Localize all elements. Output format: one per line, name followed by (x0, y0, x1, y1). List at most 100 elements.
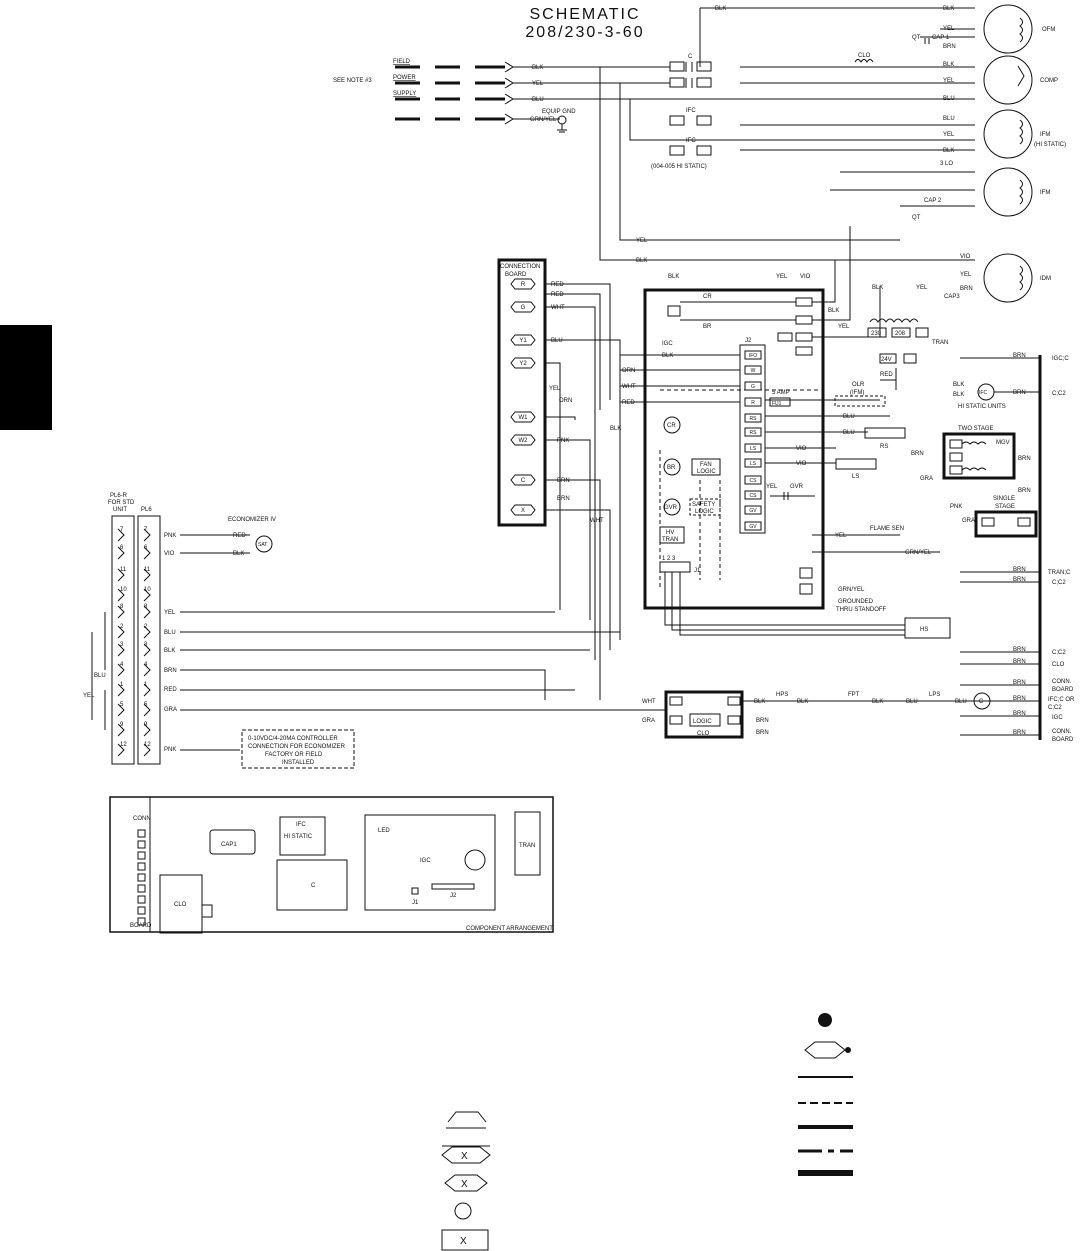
fan-logic-1: FAN (700, 462, 712, 468)
wire-red-cb1: RED (551, 282, 564, 288)
wire-orn-w: ORN (622, 368, 635, 374)
wire-brn-cb2: BRN (557, 496, 570, 502)
igc-terminal-label: G (751, 384, 755, 390)
igc-terminal (744, 490, 762, 500)
schematic-subtitle: 208/230-3-60 (525, 24, 644, 41)
ifc-hi-static: IFC HI STATIC UNITS BLK BLK BRN (953, 382, 1040, 410)
wire-vio-ls2: VIO (796, 461, 807, 467)
wire-blu-rs1: BLU (843, 414, 855, 420)
ls-label: LS (852, 474, 859, 480)
bus-wire-brn: BRN (1013, 567, 1026, 573)
wire-gra-5: GRA (164, 707, 177, 713)
rs-label: RS (880, 444, 888, 450)
safety-logic-2: LOGIC (695, 509, 714, 515)
legend-x3: X (460, 1236, 467, 1247)
wire-blk-comp: BLK (943, 62, 954, 68)
wire-blu-cb: BLU (551, 338, 563, 344)
see-note-label: SEE NOTE #3 (333, 78, 372, 84)
controller-note-2: CONNECTION FOR ECONOMIZER (248, 744, 346, 750)
cb-terminal (510, 301, 536, 313)
clo-label: CLO (697, 731, 710, 737)
single-stage-label-1: SINGLE (993, 496, 1015, 502)
wire-gra-1stage: GRA (962, 518, 975, 524)
wire-blk-ifc1: BLK (953, 382, 964, 388)
igc-terminal-label: LS (750, 461, 757, 467)
wire-red-r: RED (622, 400, 635, 406)
wire-yel-comp: YEL (943, 78, 955, 84)
wire-yel-gvr: YEL (766, 484, 778, 490)
pl6-pin-label: 10 (120, 587, 127, 593)
wire-yel-idm: YEL (960, 272, 972, 278)
wire-blk-field: BLK (532, 65, 543, 71)
wire-brn-clo1: BRN (756, 718, 769, 724)
pl6-pin (117, 605, 151, 619)
wire-yel-tran: YEL (916, 285, 928, 291)
wire-yel-loop: YEL (83, 693, 95, 699)
tran-24v: 24V (881, 357, 892, 363)
igc-terminal-label: GV (749, 524, 757, 530)
limit-switch (835, 458, 877, 470)
wire-red-econ: RED (233, 533, 246, 539)
igc-terminal (744, 458, 762, 468)
pl6-pin-label: 1 (144, 682, 148, 688)
pl6-pin-label: 9 (120, 722, 124, 728)
hot-surface-igniter (904, 617, 951, 639)
transformer: 230 208 TRAN 24V (867, 318, 948, 364)
wire-blk-igc-top2: BLK (828, 308, 839, 314)
wire-yel-ofm: YEL (943, 26, 955, 32)
wire-grnyel-gnd: GRN/YEL (838, 587, 865, 593)
ca-terminal (137, 917, 146, 926)
cb-terminal (510, 411, 536, 423)
igc-output-wires (620, 226, 890, 464)
pl6-pin-label: 7 (120, 527, 124, 533)
ca-terminal (137, 906, 146, 915)
wire-grnyel-hs: GRN/YEL (905, 550, 932, 556)
wire-brn-ofm: BRN (943, 44, 956, 50)
wire-brn-2stage-l: BRN (911, 451, 924, 457)
wire-blk-tran: BLK (872, 285, 883, 291)
ifm-label: IFM (1040, 190, 1050, 196)
single-stage-valve: SINGLE STAGE GRA (962, 496, 1038, 538)
controller-note: 0-10VDC/4-20MA CONTROLLER CONNECTION FOR… (241, 729, 355, 769)
wire-blk-ifm: BLK (943, 148, 954, 154)
ca-ifc: IFC (296, 822, 306, 828)
power-label: POWER (393, 75, 416, 81)
cb-terminal-label: C (521, 478, 526, 484)
cap1-label: CAP 1 (932, 35, 950, 41)
lo3-label: 3 LO (940, 161, 953, 167)
ca-conn: CONN (133, 816, 151, 822)
wire-red-1: RED (164, 687, 177, 693)
hs-label: HS (920, 627, 928, 633)
pl6-pin-label: 3 (120, 642, 124, 648)
wire-wht-clo: WHT (642, 699, 656, 705)
ca-title: COMPONENT ARRANGEMENT (466, 926, 553, 932)
wire-blk-ifo: BLK (662, 353, 673, 359)
wire-blk-3: BLK (164, 648, 175, 654)
wire-vio-idm: VIO (960, 254, 971, 260)
cb-terminal (510, 357, 536, 369)
ca-clo: CLO (174, 902, 187, 908)
ca-j1: J1 (412, 900, 419, 906)
cb-terminal-label: W1 (519, 415, 529, 421)
cr-label: CR (703, 294, 712, 300)
pl6r-label-1: PL6-R (110, 493, 128, 499)
pl6-pin-label: 2 (120, 624, 124, 630)
thru-standoff-label: THRU STANDOFF (836, 607, 887, 613)
rollout-switch (864, 427, 906, 439)
igc-terminal (744, 475, 762, 485)
pl6-pin-label: 6 (144, 545, 148, 551)
ca-terminal (137, 829, 146, 838)
power-feeders (513, 7, 975, 261)
grounded-label: GROUNDED (838, 599, 874, 605)
wire-vio-6: VIO (164, 551, 175, 557)
ca-board: BOARD (130, 923, 152, 929)
motor-ofm: OFM (983, 4, 1055, 54)
pl6-pin (117, 625, 151, 639)
pl6-pin-label: 3 (144, 642, 148, 648)
cap2-label: CAP 2 (924, 198, 942, 204)
ca-terminal (137, 851, 146, 860)
bus-wire-brn: BRN (1013, 711, 1026, 717)
wire-blk-chain1: BLK (754, 699, 765, 705)
